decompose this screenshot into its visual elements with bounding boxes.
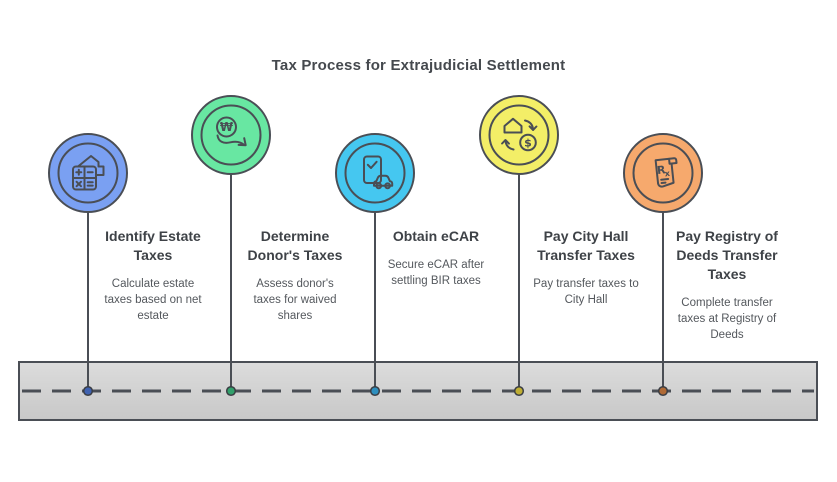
step-2-timeline-dot xyxy=(225,385,237,397)
step-3-text: Obtain eCAR Secure eCAR after settling B… xyxy=(366,227,506,289)
step-2-title: Determine Donor's Taxes xyxy=(247,228,343,263)
diagram-title: Tax Process for Extrajudicial Settlement xyxy=(271,57,566,74)
step-3-description: Secure eCAR after settling BIR taxes xyxy=(387,259,485,287)
rx-x-glyph: x xyxy=(664,169,671,179)
house-calculator-icon xyxy=(72,155,105,191)
dollar-sign-glyph: $ xyxy=(524,136,532,149)
won-sign-glyph: ₩ xyxy=(220,120,234,134)
step-4-text: Pay City Hall Transfer Taxes Pay transfe… xyxy=(516,227,656,308)
rx-r-glyph: R xyxy=(656,163,666,177)
step-5-description: Complete transfer taxes at Registry of D… xyxy=(677,297,777,341)
step-5-circle xyxy=(623,133,703,213)
step-3-marker xyxy=(335,133,415,397)
step-3-title: Obtain eCAR xyxy=(392,228,480,244)
step-5-text: Pay Registry of Deeds Transfer Taxes Com… xyxy=(657,227,797,343)
house-dollar-exchange-icon: $ xyxy=(501,117,538,152)
step-1-text: Identify Estate Taxes Calculate estate t… xyxy=(83,227,223,324)
step-1-inner-ring xyxy=(57,142,119,204)
step-5-inner-ring xyxy=(632,142,694,204)
step-5-timeline-dot xyxy=(657,385,669,397)
step-4-circle xyxy=(479,95,559,175)
step-1-marker xyxy=(48,133,128,397)
step-2-description: Assess donor's taxes for waived shares xyxy=(253,278,337,322)
step-2-inner-ring xyxy=(200,104,262,166)
step-3-circle xyxy=(335,133,415,213)
step-4-marker: $ xyxy=(479,95,559,397)
step-2-text: Determine Donor's Taxes Assess donor's t… xyxy=(225,227,365,324)
phone-car-icon xyxy=(363,155,394,190)
won-decline-icon: ₩ xyxy=(216,116,247,147)
step-5-title: Pay Registry of Deeds Transfer Taxes xyxy=(676,228,778,282)
step-1-timeline-dot xyxy=(82,385,94,397)
step-1-title: Identify Estate Taxes xyxy=(105,228,201,263)
step-5-marker: R x xyxy=(623,133,703,397)
step-4-description: Pay transfer taxes to City Hall xyxy=(533,278,639,306)
step-3-inner-ring xyxy=(344,142,406,204)
step-4-inner-ring xyxy=(488,104,550,166)
step-2-marker: ₩ xyxy=(191,95,271,397)
step-4-timeline-dot xyxy=(513,385,525,397)
step-3-timeline-dot xyxy=(369,385,381,397)
step-1-description: Calculate estate taxes based on net esta… xyxy=(104,278,202,322)
step-4-title: Pay City Hall Transfer Taxes xyxy=(537,228,635,263)
rx-scroll-icon: R x xyxy=(654,157,678,188)
